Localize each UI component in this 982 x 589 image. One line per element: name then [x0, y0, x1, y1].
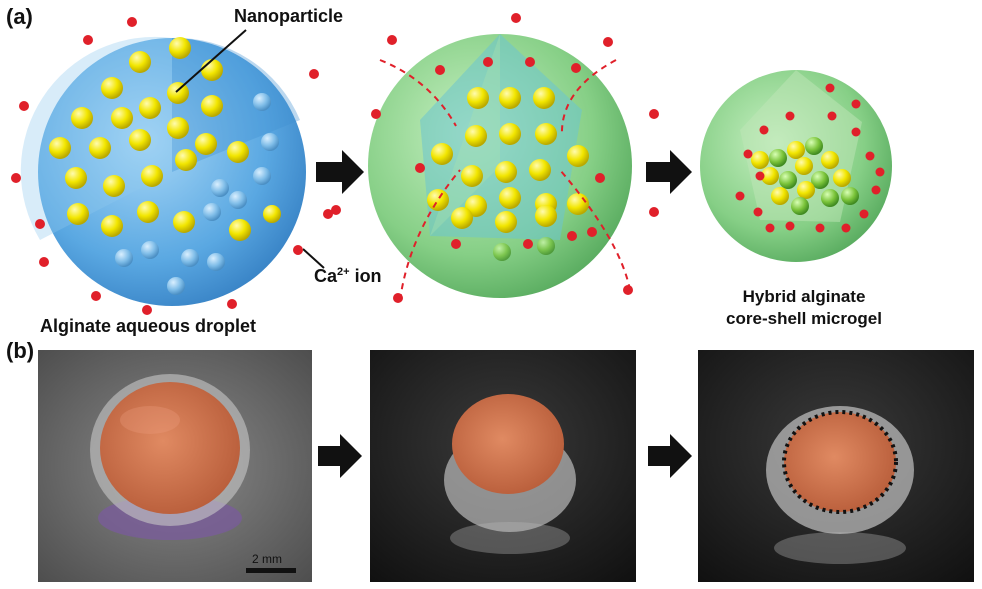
nanoparticle-label: Nanoparticle: [234, 6, 344, 26]
core-outline: [782, 410, 898, 514]
photo-3-microgel: [698, 350, 974, 582]
right-arrow-icon: [318, 434, 362, 478]
ion-pointer-line: [302, 248, 325, 269]
calcium-ions-microgel: [735, 83, 885, 233]
photo-2-gelling: [370, 350, 636, 582]
nanoparticle-cluster-droplet: [49, 37, 281, 295]
right-arrow-icon: [316, 150, 364, 194]
panel-b-label: (b): [6, 338, 35, 363]
panel-a-label: (a): [6, 4, 33, 29]
calcium-ion-label: Ca2+ ion: [314, 266, 382, 286]
ion-diffusion-paths: [379, 59, 631, 301]
right-arrow-icon: [646, 150, 692, 194]
calcium-ions-droplet: [11, 17, 333, 315]
photo-1-droplet: [38, 350, 312, 582]
droplet-caption: Alginate aqueous droplet: [40, 316, 257, 336]
calcium-ions-gel: [331, 13, 659, 303]
microgel-caption: Hybrid alginate core-shell microgel: [726, 287, 882, 328]
nanoparticle-pointer-line: [175, 29, 247, 93]
nanoparticle-cluster-gel: [427, 87, 589, 261]
scale-bar: [246, 568, 296, 573]
right-arrow-icon: [648, 434, 692, 478]
scale-bar-label: 2 mm: [252, 552, 282, 566]
nanoparticle-core-cluster: [751, 137, 859, 215]
